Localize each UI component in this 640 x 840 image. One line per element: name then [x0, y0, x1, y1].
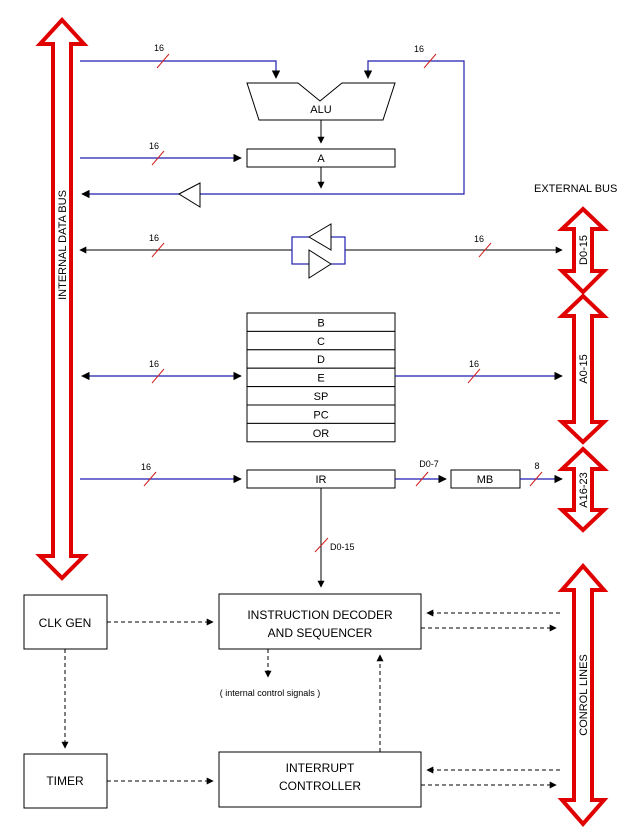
register-label: C	[317, 336, 325, 348]
width-tick-mb	[529, 471, 543, 487]
width-ir: 16	[141, 462, 151, 472]
width-regs-left: 16	[149, 359, 159, 369]
acc-feedback-line	[323, 60, 465, 195]
width-regs-right: 16	[469, 359, 479, 369]
a015-label: A0-15	[578, 354, 590, 383]
internal-bus-label: INTERNAL DATA BUS	[57, 190, 69, 300]
width-tick-alu-left	[156, 53, 170, 69]
width-tick-data-right	[478, 242, 492, 258]
bus-to-alu-left-line	[80, 60, 281, 79]
interrupt-block	[218, 751, 422, 808]
width-tick-ir-decoder	[314, 537, 329, 553]
width-tick-alu-right	[423, 53, 437, 69]
control-signals-label: ( internal control signals )	[220, 688, 321, 698]
decoder-label-2: AND SEQUENCER	[268, 626, 373, 640]
width-mb: 8	[534, 461, 539, 471]
width-tick-regs-left	[151, 368, 165, 384]
register-label: PC	[313, 409, 328, 421]
external-bus-d015: D0-15	[557, 206, 609, 295]
register-label: D	[317, 354, 325, 366]
decoder-block	[218, 593, 422, 650]
ir-label: IR	[316, 474, 327, 486]
width-tick-ir-mb	[415, 471, 429, 487]
register-label: OR	[313, 428, 330, 440]
register-label: SP	[314, 391, 329, 403]
bidirectional-buffer	[291, 223, 346, 279]
width-alu-right: 16	[414, 44, 424, 54]
timer-label: TIMER	[46, 774, 84, 788]
ir-mb-bus-label: D0-7	[419, 459, 439, 469]
control-lines-bus: CONROL LINES	[557, 562, 609, 828]
acc-label: A	[317, 153, 325, 165]
a1623-label: A16-23	[578, 472, 590, 507]
mb-label: MB	[477, 474, 494, 486]
timer-block	[23, 753, 108, 809]
d015-label: D0-15	[578, 235, 590, 265]
width-acc: 16	[149, 141, 159, 151]
internal-data-bus: INTERNAL DATA BUS	[35, 17, 89, 581]
ir-bus-label: D0-15	[330, 542, 355, 552]
external-bus-a1623: A16-23	[557, 446, 609, 533]
width-tick-ir	[143, 471, 157, 487]
external-bus-a015: A0-15	[557, 293, 609, 445]
acc-output-buffer	[177, 182, 201, 208]
width-tick-acc	[151, 150, 165, 166]
register-cell	[246, 422, 396, 443]
alu-block	[246, 82, 396, 121]
clk-gen-label: CLK GEN	[39, 616, 92, 630]
register-label: E	[317, 373, 324, 385]
decoder-label-1: INSTRUCTION DECODER	[247, 608, 393, 622]
clk-gen-block	[23, 594, 108, 650]
interrupt-label-2: CONTROLLER	[279, 779, 361, 793]
width-tick-regs-right	[467, 368, 481, 384]
width-tick-data-left	[151, 242, 165, 258]
width-data-left: 16	[149, 233, 159, 243]
interrupt-label-1: INTERRUPT	[286, 761, 355, 775]
control-lines-label: CONROL LINES	[578, 654, 590, 736]
register-label: B	[317, 317, 324, 329]
width-alu-left: 16	[154, 43, 164, 53]
external-bus-label: EXTERNAL BUS	[534, 183, 617, 195]
alu-label: ALU	[310, 104, 331, 116]
width-data-right: 16	[474, 234, 484, 244]
